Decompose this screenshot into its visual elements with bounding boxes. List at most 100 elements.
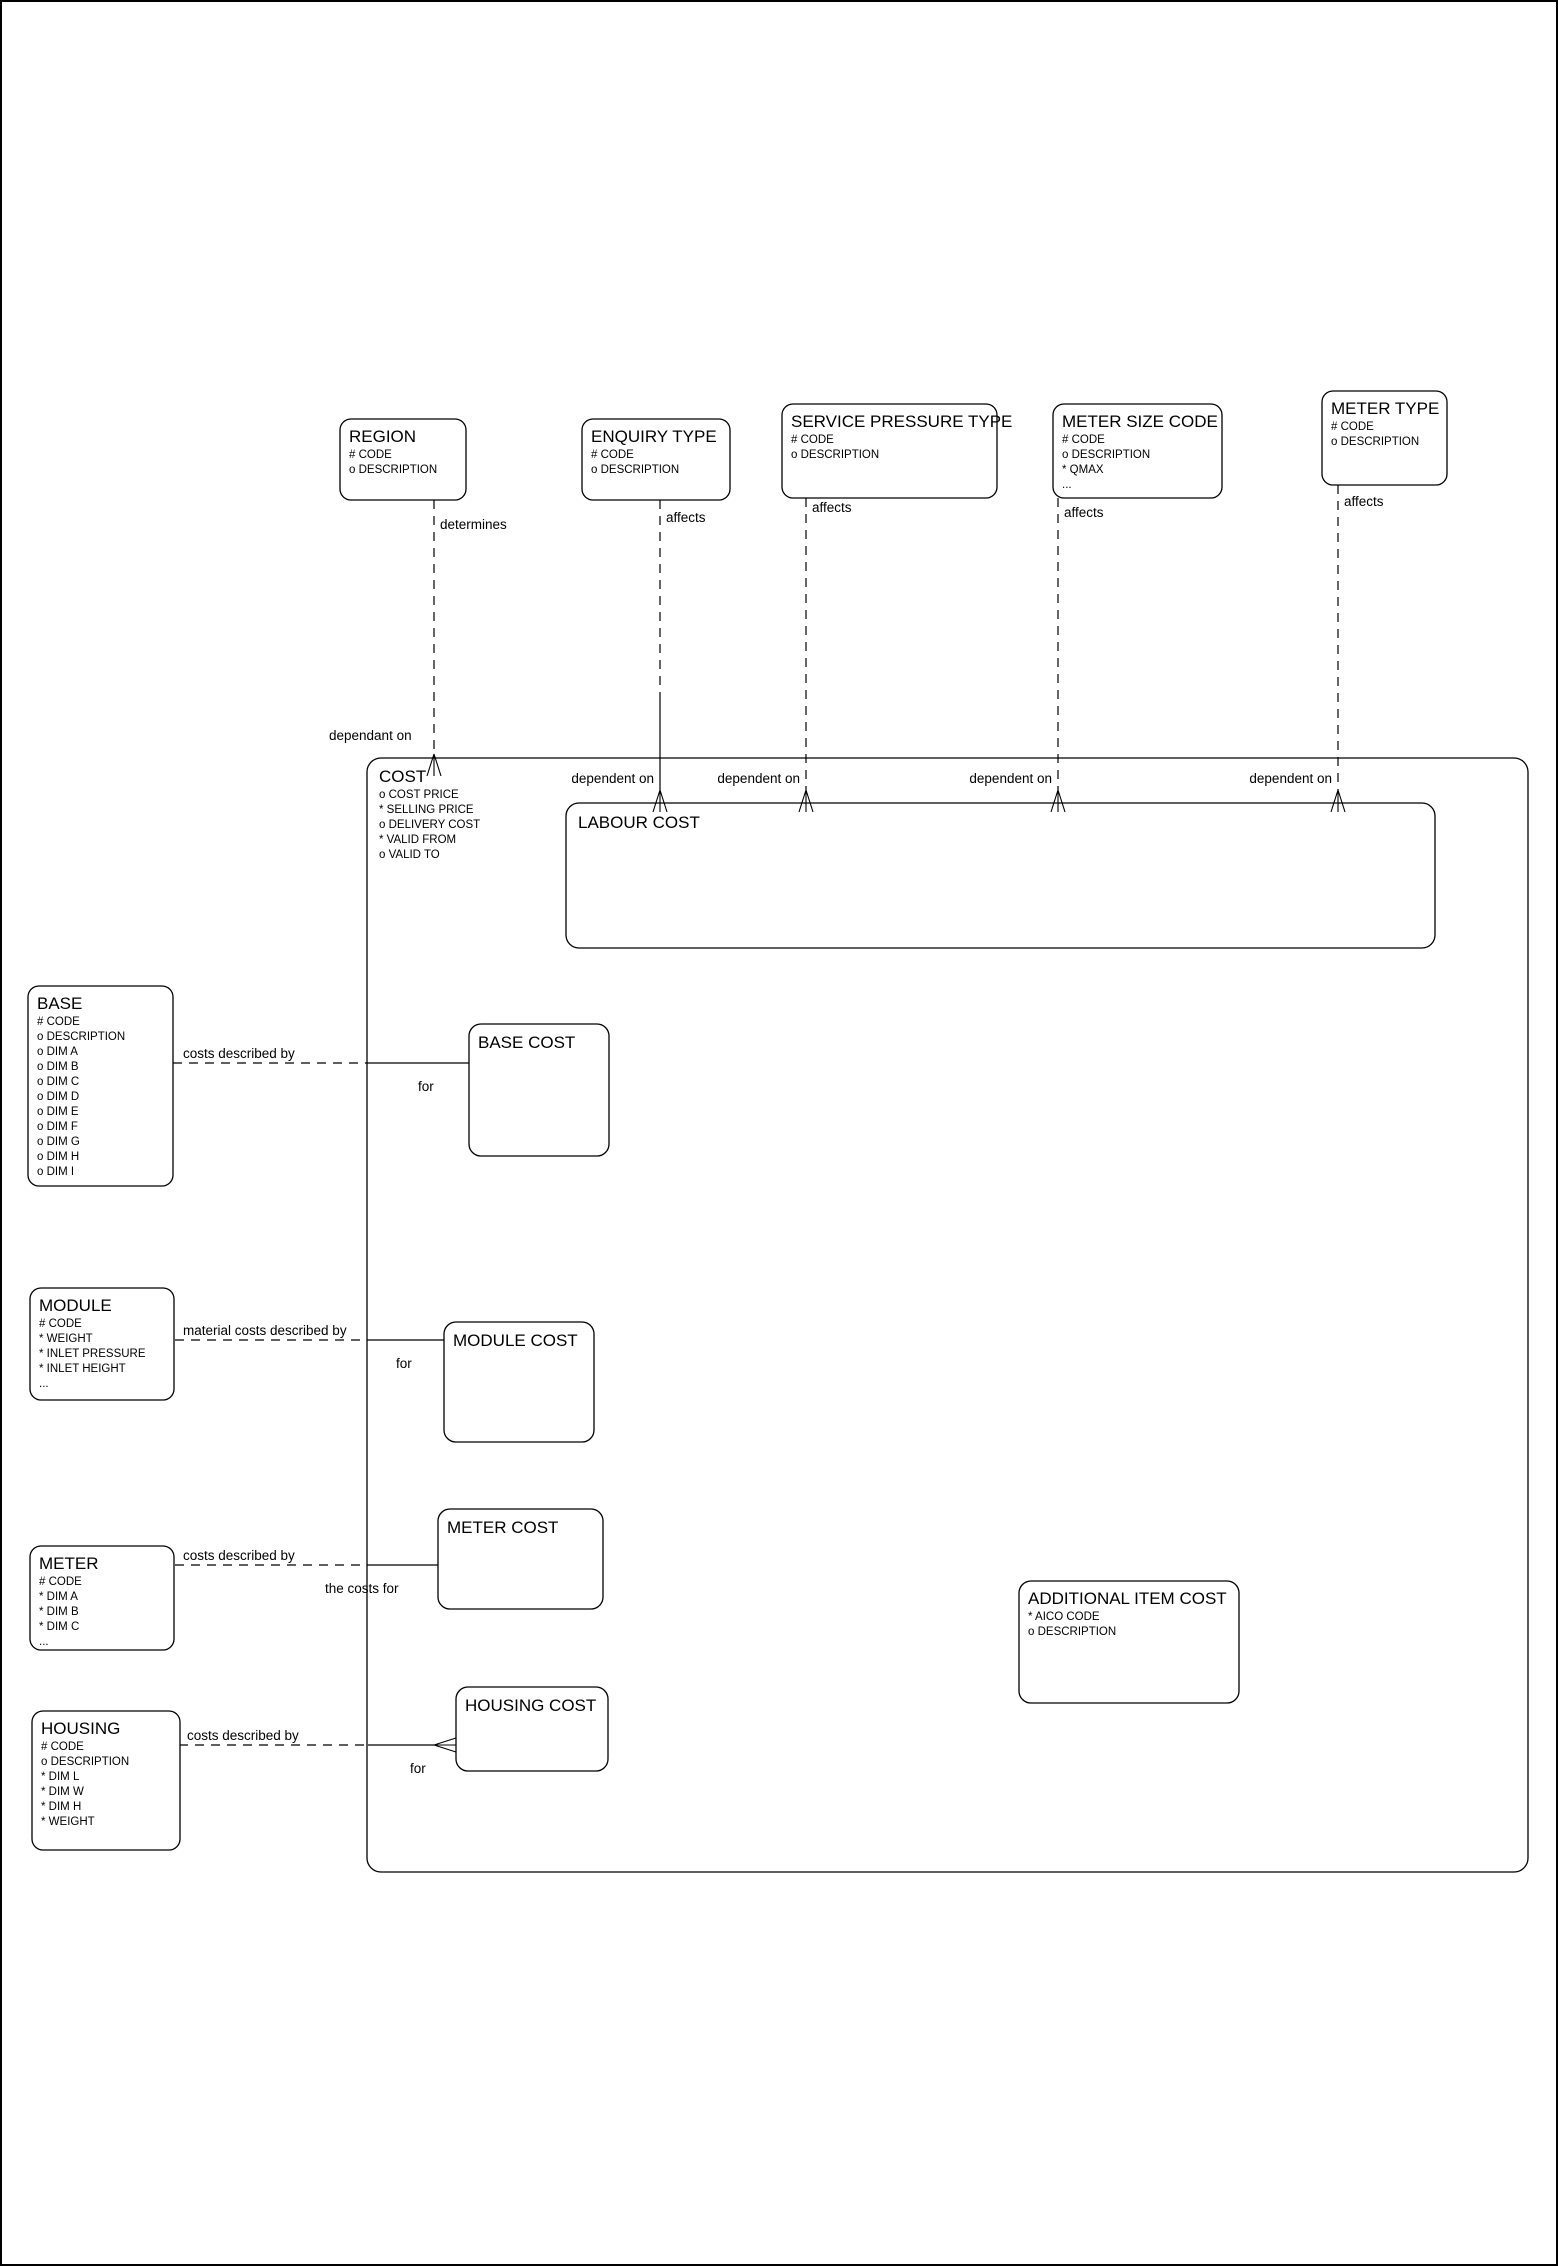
entity-attr-cost-3: * VALID FROM <box>379 834 456 846</box>
rel-label-costs-described-by-housing: costs described by <box>187 1728 299 1743</box>
entity-attr-meter-4: ... <box>39 1636 49 1648</box>
entity-attr-cost-4: o VALID TO <box>379 849 440 861</box>
entity-title-additional-item-cost: ADDITIONAL ITEM COST <box>1028 1589 1227 1608</box>
entity-attr-msc-1: o DESCRIPTION <box>1062 449 1150 461</box>
entity-attr-module-1: * WEIGHT <box>39 1333 93 1345</box>
entity-title-enquiry-type: ENQUIRY TYPE <box>591 427 717 446</box>
rel-label-affects-enquiry: affects <box>666 510 706 525</box>
entity-box-region[interactable] <box>339 418 467 501</box>
entity-title-cost: COST <box>379 767 426 786</box>
entity-title-housing-cost: HOUSING COST <box>465 1696 596 1715</box>
rel-label-costs-described-by-meter: costs described by <box>183 1548 295 1563</box>
entity-box-housing[interactable] <box>31 1710 181 1851</box>
crowsfoot-housing-housingcost <box>433 1737 457 1753</box>
rel-label-for-base: for <box>418 1079 434 1094</box>
entity-box-module[interactable] <box>29 1287 175 1401</box>
entity-box-enquiry-type[interactable] <box>581 418 731 501</box>
entity-attr-base-1: o DESCRIPTION <box>37 1031 125 1043</box>
entity-attr-housing-1: o DESCRIPTION <box>41 1756 129 1768</box>
entity-attr-meter-3: * DIM C <box>39 1621 79 1633</box>
rel-label-dependent-on-2: dependent on <box>717 771 800 786</box>
rel-label-determines: determines <box>440 517 507 532</box>
entity-box-cost[interactable] <box>366 757 1529 1873</box>
entity-title-labour-cost: LABOUR COST <box>578 813 700 832</box>
entity-attr-meter-0: # CODE <box>39 1576 82 1588</box>
rel-label-dependent-on-1: dependent on <box>571 771 654 786</box>
entity-attr-housing-5: * WEIGHT <box>41 1816 95 1828</box>
entity-attr-aic-1: o DESCRIPTION <box>1028 1626 1116 1638</box>
entity-attr-housing-0: # CODE <box>41 1741 84 1753</box>
rel-label-affects-mt: affects <box>1344 494 1384 509</box>
entity-attr-base-5: o DIM D <box>37 1091 79 1103</box>
entity-attr-msc-2: * QMAX <box>1062 464 1104 476</box>
entity-box-meter-type[interactable] <box>1321 390 1448 486</box>
crowsfoot-enquiry-labour <box>652 789 668 813</box>
entity-attr-base-4: o DIM C <box>37 1076 79 1088</box>
entity-box-meter-size-code[interactable] <box>1052 403 1223 499</box>
rel-label-dependent-on-3: dependent on <box>969 771 1052 786</box>
entity-attr-module-4: ... <box>39 1378 49 1390</box>
entity-box-base[interactable] <box>27 985 174 1187</box>
entity-attr-base-10: o DIM I <box>37 1166 74 1178</box>
entity-box-housing-cost[interactable] <box>455 1686 609 1772</box>
crowsfoot-mt-labour <box>1330 789 1346 813</box>
entity-attr-base-0: # CODE <box>37 1016 80 1028</box>
entity-attr-housing-4: * DIM H <box>41 1801 81 1813</box>
entity-title-meter: METER <box>39 1554 99 1573</box>
entity-attr-spt-1: o DESCRIPTION <box>791 449 879 461</box>
crowsfoot-region-cost <box>426 753 442 777</box>
entity-title-base-cost: BASE COST <box>478 1033 575 1052</box>
rel-label-dependant-on: dependant on <box>329 728 412 743</box>
entity-attr-base-9: o DIM H <box>37 1151 79 1163</box>
entity-box-labour-cost[interactable] <box>565 802 1436 949</box>
entity-attr-cost-0: o COST PRICE <box>379 789 459 801</box>
entity-box-service-pressure-type[interactable] <box>781 403 998 499</box>
rel-label-for-module: for <box>396 1356 412 1371</box>
entity-box-base-cost[interactable] <box>468 1023 610 1157</box>
entity-attr-module-0: # CODE <box>39 1318 82 1330</box>
entity-attr-module-2: * INLET PRESSURE <box>39 1348 146 1360</box>
entity-attr-base-7: o DIM F <box>37 1121 78 1133</box>
rel-label-affects-spt: affects <box>812 500 852 515</box>
entity-box-additional-item-cost[interactable] <box>1018 1580 1240 1704</box>
entity-attr-spt-0: # CODE <box>791 434 834 446</box>
entity-attr-base-2: o DIM A <box>37 1046 78 1058</box>
entity-attr-mt-0: # CODE <box>1331 421 1374 433</box>
relationship-label-layer: determines dependant on affects affects … <box>183 494 1384 1776</box>
entity-attr-enquiry-1: o DESCRIPTION <box>591 464 679 476</box>
entity-attr-housing-3: * DIM W <box>41 1786 84 1798</box>
entity-attr-enquiry-0: # CODE <box>591 449 634 461</box>
rel-label-the-costs-for: the costs for <box>325 1581 399 1596</box>
entity-attr-mt-1: o DESCRIPTION <box>1331 436 1419 448</box>
entity-box-module-cost[interactable] <box>443 1321 595 1443</box>
rel-label-for-housing: for <box>410 1761 426 1776</box>
rel-label-dependent-on-4: dependent on <box>1249 771 1332 786</box>
entity-attr-base-3: o DIM B <box>37 1061 79 1073</box>
crowsfoot-msc-labour <box>1050 789 1066 813</box>
entity-attr-aic-0: * AICO CODE <box>1028 1611 1100 1623</box>
rel-label-material-costs-described-by: material costs described by <box>183 1323 347 1338</box>
entity-title-service-pressure-type: SERVICE PRESSURE TYPE <box>791 412 1012 431</box>
rel-label-costs-described-by-base: costs described by <box>183 1046 295 1061</box>
crowsfoot-spt-labour <box>798 789 814 813</box>
entity-attr-region-1: o DESCRIPTION <box>349 464 437 476</box>
entity-title-meter-cost: METER COST <box>447 1518 558 1537</box>
entity-box-meter-cost[interactable] <box>437 1508 604 1610</box>
entity-box-meter[interactable] <box>29 1545 175 1651</box>
entity-title-meter-size-code: METER SIZE CODE <box>1062 412 1218 431</box>
entity-title-base: BASE <box>37 994 82 1013</box>
entity-title-module-cost: MODULE COST <box>453 1331 578 1350</box>
entity-attr-cost-2: o DELIVERY COST <box>379 819 480 831</box>
entity-attr-region-0: # CODE <box>349 449 392 461</box>
entity-attr-cost-1: * SELLING PRICE <box>379 804 474 816</box>
entity-attr-meter-2: * DIM B <box>39 1606 79 1618</box>
rel-label-affects-msc: affects <box>1064 505 1104 520</box>
entity-attr-module-3: * INLET HEIGHT <box>39 1363 126 1375</box>
entity-title-region: REGION <box>349 427 416 446</box>
entity-title-module: MODULE <box>39 1296 112 1315</box>
entity-attr-msc-3: ... <box>1062 479 1072 491</box>
connector-layer <box>173 485 1346 1753</box>
entity-attr-msc-0: # CODE <box>1062 434 1105 446</box>
